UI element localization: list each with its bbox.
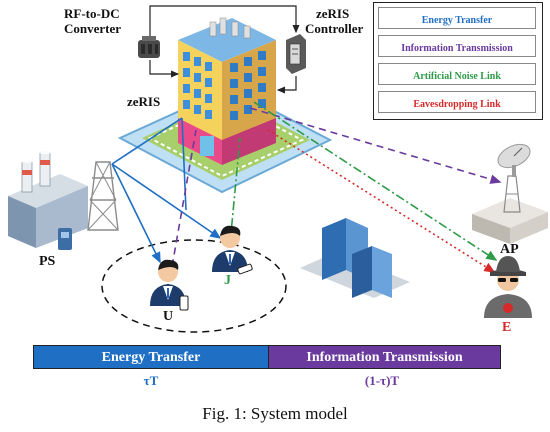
controller-label-line1: zeRIS [316,6,350,21]
zeris-label: zeRIS [127,94,161,109]
user-u-icon [150,259,189,311]
power-station-icon [8,142,119,250]
energy-transfer-segment: Energy Transfer [33,345,269,369]
ap-label: AP [500,242,519,257]
energy-duration-label: τT [143,373,159,388]
zeris-controller-icon [286,34,306,74]
controller-label-line2: Controller [305,21,364,36]
information-transmission-segment: Information Transmission [268,345,501,369]
zeris-building-icon [178,17,276,165]
legend-label-noise: Artificial Noise Link [413,71,501,82]
control-wires [149,5,300,94]
legend-row-noise: Artificial Noise Link [378,63,536,85]
ps-label: PS [39,254,56,269]
j-label: J [224,273,231,288]
rf-to-dc-converter-icon [138,36,160,58]
legend-label-eavesdropping: Eavesdropping Link [413,99,501,110]
e-label: E [502,320,512,335]
figure-caption: Fig. 1: System model [202,404,348,423]
rf-converter-label-line2: Converter [64,21,122,36]
jammer-j-icon [212,225,253,275]
rf-converter-label-line1: RF-to-DC [64,6,120,21]
legend-label-energy: Energy Transfer [421,15,493,26]
information-transmission-links [169,107,502,279]
legend-row-energy: Energy Transfer [378,7,536,29]
office-buildings-icon [300,218,410,298]
access-point-icon [472,143,548,244]
user-jammer-region [101,239,287,333]
eavesdropper-e-icon [484,256,532,318]
info-duration-label: (1-τ)T [364,373,400,388]
legend-label-information: Information Transmission [401,43,513,54]
legend-row-information: Information Transmission [378,35,536,57]
legend: Energy Transfer Information Transmission… [373,2,543,120]
legend-row-eavesdropping: Eavesdropping Link [378,91,536,113]
u-label: U [163,309,174,324]
time-frame-bar: Energy Transfer Information Transmission [33,345,501,369]
